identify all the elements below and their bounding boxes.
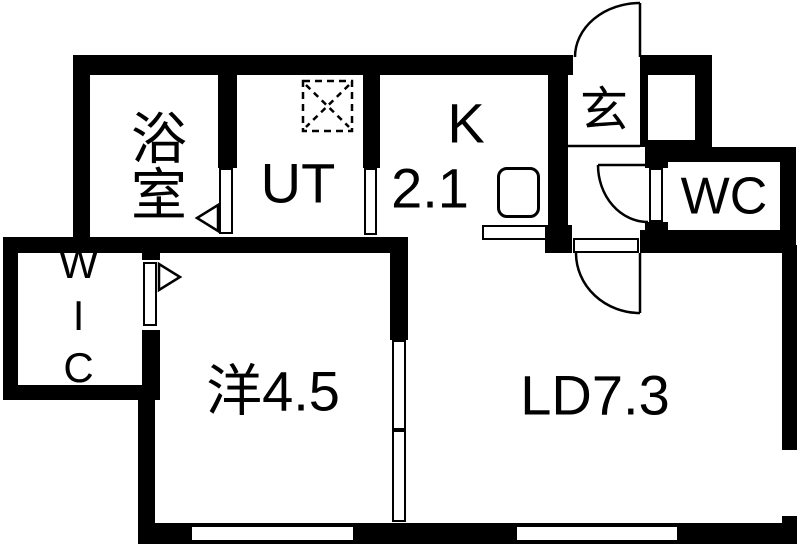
washing-machine-area-icon: [301, 79, 354, 133]
sliding-door-panel-1: [392, 340, 406, 430]
room-label-wic: WIC: [55, 240, 103, 396]
wall-wc-left-lower: [645, 222, 668, 230]
room-label-kitchen: K: [447, 91, 485, 155]
wall-hall-ld: [640, 230, 782, 253]
bathroom-door-leaf: [219, 168, 233, 234]
wall-pillar: [545, 225, 572, 253]
bathroom-door-direction-icon: [194, 202, 220, 234]
washing-machine-x-icon: [305, 84, 350, 128]
ld-door-leaf: [573, 238, 639, 253]
kitchen-counter: [482, 225, 547, 240]
kitchen-sink: [497, 167, 540, 218]
wic-door-direction-icon: [157, 261, 183, 293]
wall-wc-right: [780, 147, 796, 245]
wall-left-lower: [138, 385, 155, 543]
wall-bathroom-utility: [218, 75, 237, 168]
wall-entrance-storage: [640, 73, 648, 147]
wall-wc-top: [645, 147, 780, 162]
utility-kitchen-door-leaf: [364, 168, 377, 235]
window-right: [782, 448, 797, 518]
wall-utility-kitchen: [363, 75, 380, 168]
wall-middle: [3, 237, 408, 253]
wic-door-leaf: [143, 262, 157, 326]
room-label-entrance: 玄: [579, 83, 629, 137]
window-bottom-western: [192, 525, 353, 542]
wc-door-swing-arc: [596, 164, 649, 224]
wall-kitchen-hall: [548, 75, 568, 225]
entrance-door-swing-arc: [573, 1, 641, 58]
entrance-doorway: [573, 55, 640, 75]
wc-door-leaf: [649, 168, 663, 222]
wall-western-ld: [390, 237, 408, 340]
wic-floor: [18, 253, 142, 385]
room-label-bathroom: 浴室: [123, 109, 187, 221]
room-label-utility: UT: [260, 151, 336, 215]
window-bottom-ld: [517, 525, 677, 542]
wall-storage-right: [695, 55, 712, 147]
wall-left-upper: [73, 55, 90, 253]
sliding-door-panel-2: [392, 430, 406, 522]
room-label-western: 洋4.5: [206, 359, 340, 423]
wall-wc-left-upper: [645, 147, 668, 168]
ld-door-swing-arc: [574, 252, 641, 315]
wall-storage-bottom: [648, 140, 695, 150]
room-label-toilet: WC: [680, 167, 768, 226]
room-size-kitchen: 2.1: [391, 156, 469, 220]
room-label-living-dining: LD7.3: [520, 363, 670, 427]
wall-top: [73, 55, 712, 75]
